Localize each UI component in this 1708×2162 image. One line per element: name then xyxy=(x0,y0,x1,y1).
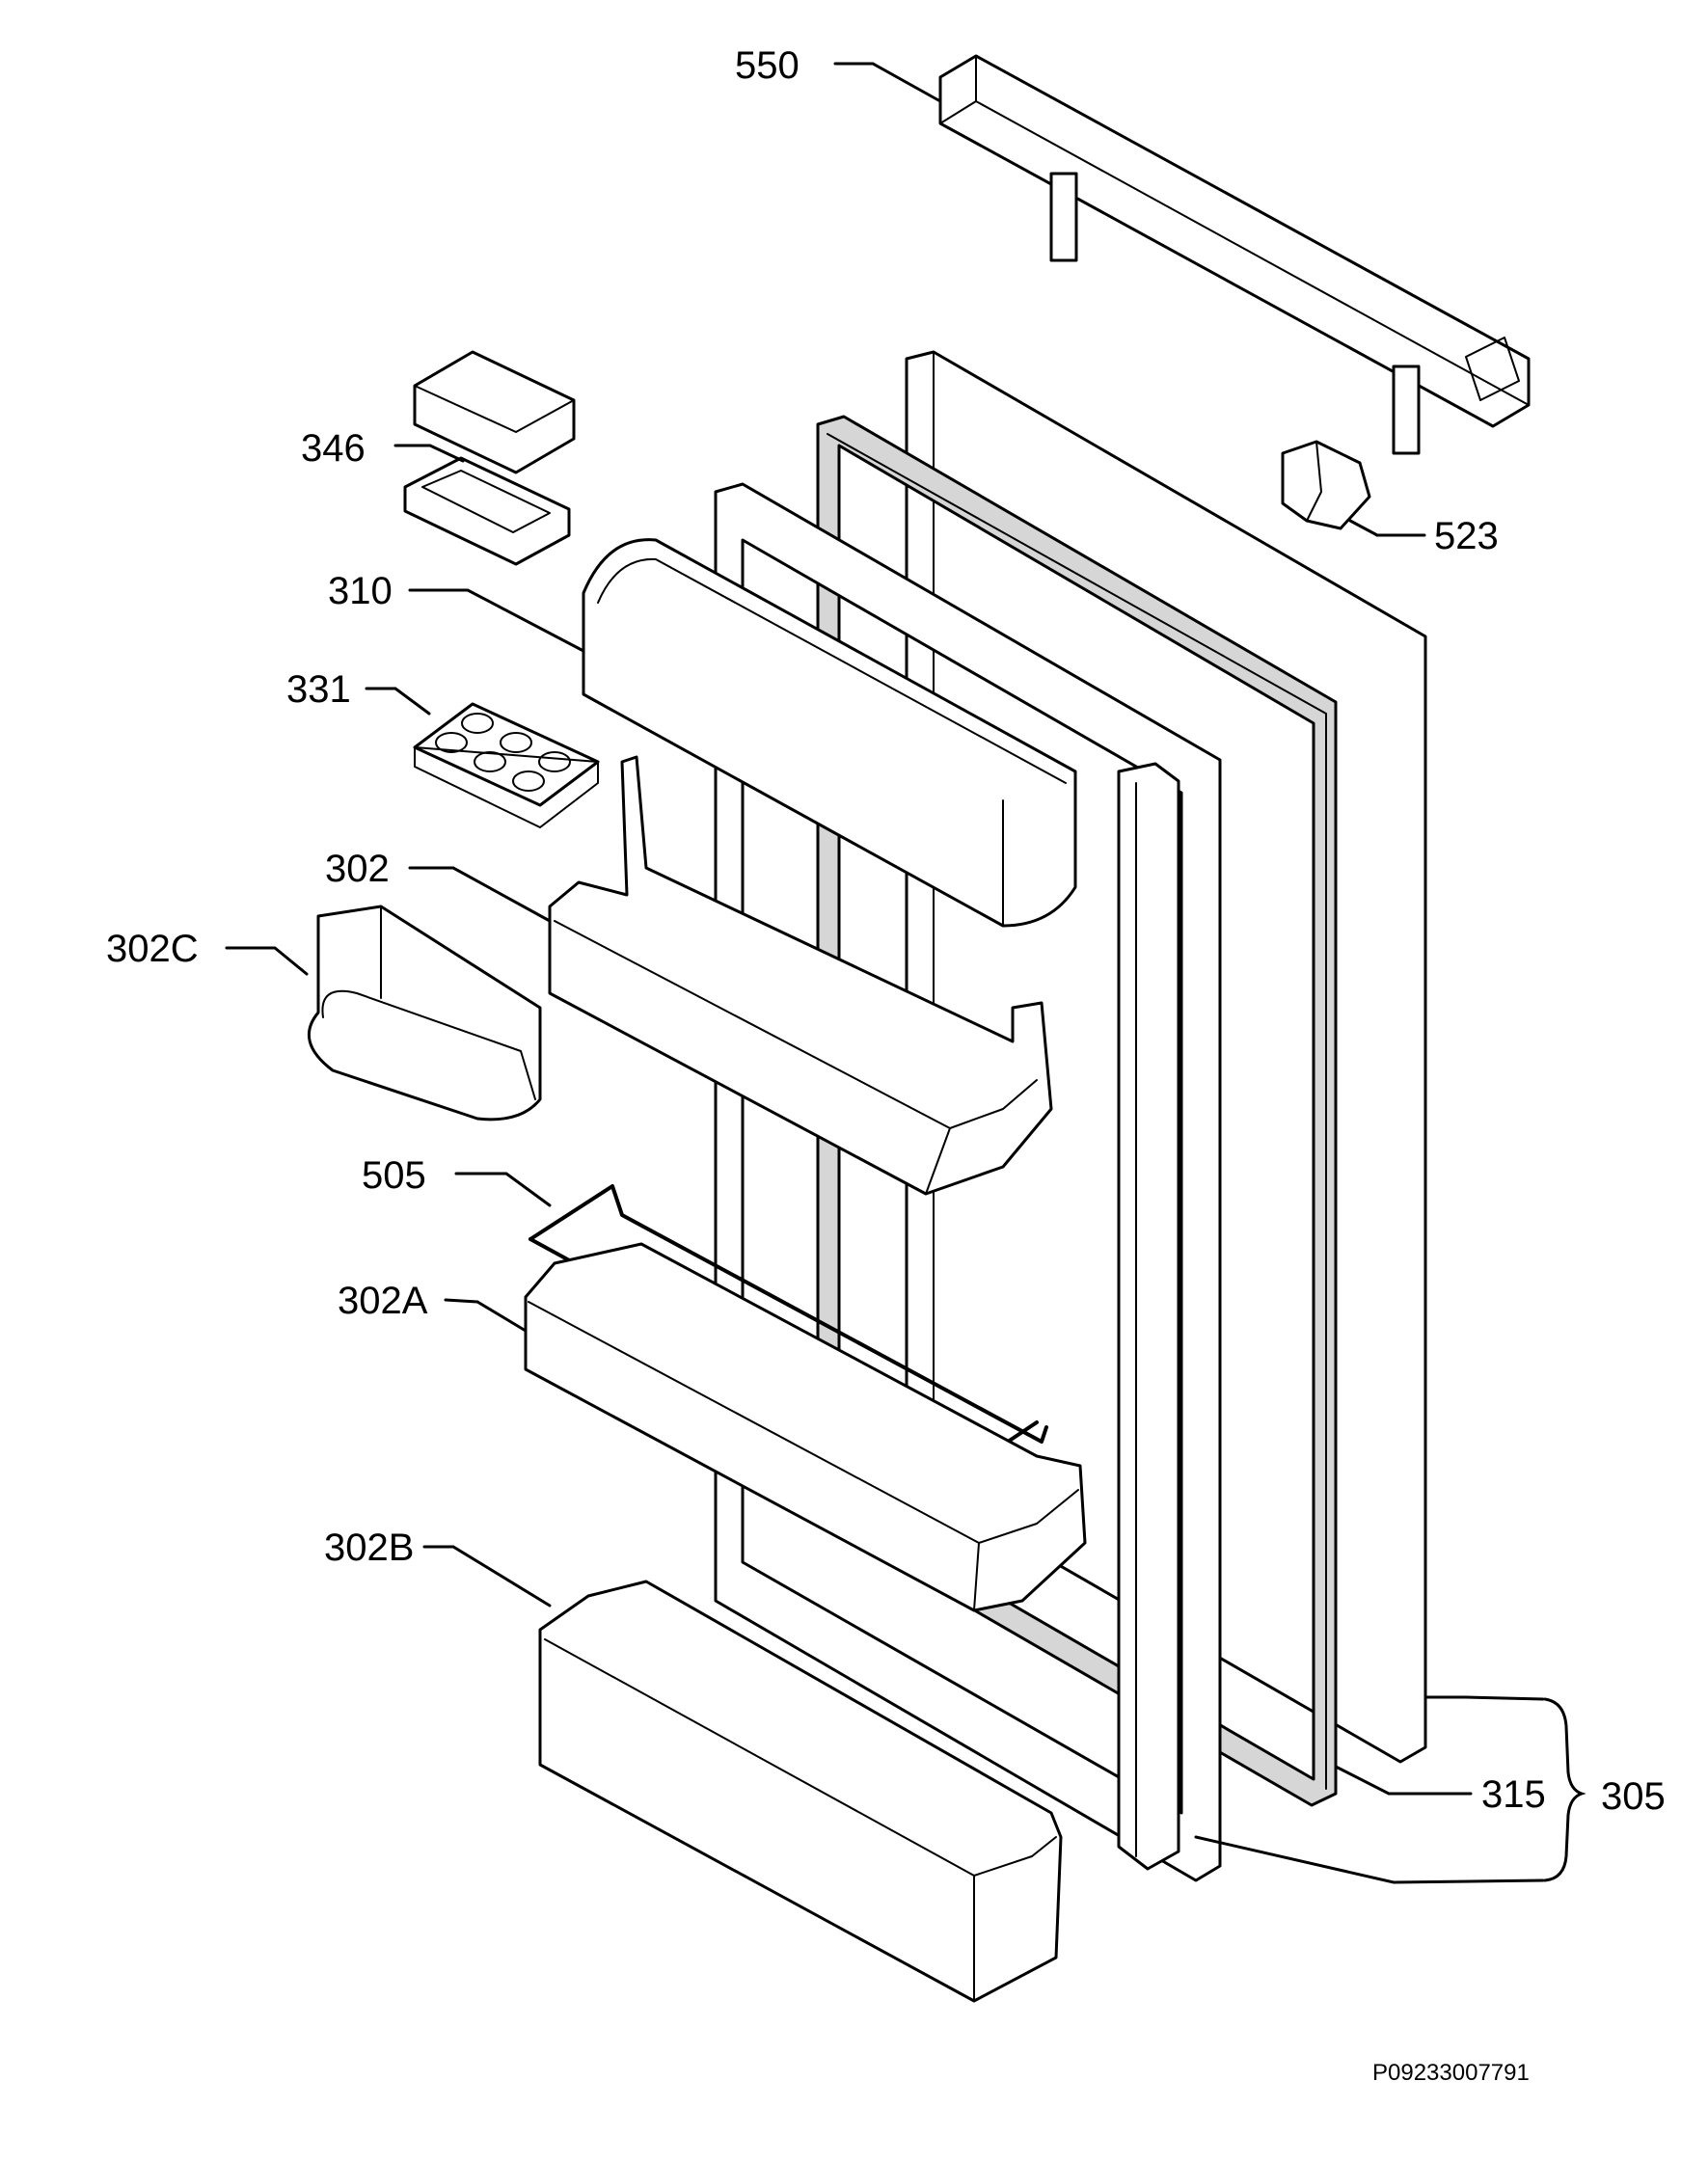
callout-523: 523 xyxy=(1434,515,1499,557)
hinge-cover-part xyxy=(1281,440,1371,530)
leader-lines xyxy=(225,62,1586,1884)
callout-331: 331 xyxy=(286,668,351,711)
callout-302a: 302A xyxy=(338,1280,428,1322)
callout-310: 310 xyxy=(328,570,393,612)
callout-505: 505 xyxy=(362,1154,426,1197)
callout-302c: 302C xyxy=(106,928,199,970)
callout-305: 305 xyxy=(1601,1775,1666,1818)
callout-302: 302 xyxy=(325,848,390,890)
butter-compartment-part xyxy=(403,350,576,566)
callout-346: 346 xyxy=(301,427,366,470)
callout-315: 315 xyxy=(1481,1773,1546,1816)
door-shelf-part xyxy=(548,755,1053,1196)
hinge-bar-part xyxy=(938,54,1531,455)
callout-302b: 302B xyxy=(324,1527,414,1569)
dairy-shelf-lid-part xyxy=(582,538,1077,928)
callout-550: 550 xyxy=(735,44,800,87)
document-id: P09233007791 xyxy=(1372,2060,1530,2086)
middle-door-shelf-part xyxy=(524,1242,1087,1612)
door-liner-part xyxy=(714,482,1222,1882)
side-bin-part xyxy=(308,905,542,1122)
egg-tray-part xyxy=(413,702,600,828)
lower-door-shelf-part xyxy=(538,1580,1063,2003)
